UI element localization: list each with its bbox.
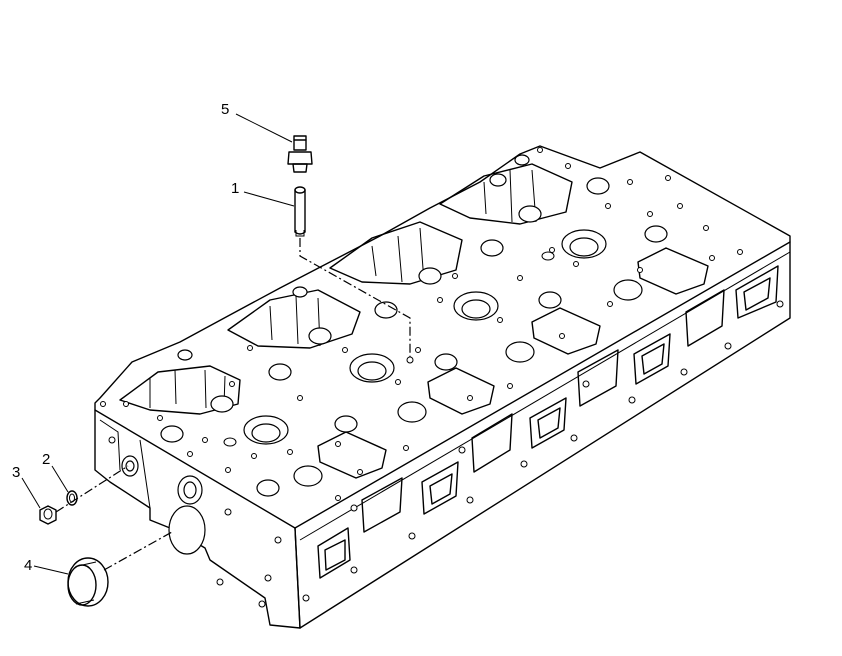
callout-3: 3 <box>12 464 20 481</box>
front-face-bores <box>121 251 555 555</box>
expansion-plug-part <box>67 557 109 607</box>
valve-pockets <box>119 163 573 415</box>
sleeve-part <box>294 186 306 237</box>
callout-labels: 5 1 2 3 4 <box>12 101 239 574</box>
leader-4 <box>33 565 69 575</box>
leader-lines <box>21 113 295 575</box>
callout-2: 2 <box>42 451 50 468</box>
adapter-part <box>287 135 313 173</box>
side-ports <box>317 265 779 579</box>
callout-4: 4 <box>24 557 32 574</box>
leader-3 <box>21 477 41 509</box>
plug-part <box>39 505 57 525</box>
leader-5 <box>235 113 293 143</box>
washer-part <box>66 490 78 506</box>
head-bolt-holes <box>160 154 668 497</box>
callout-5: 5 <box>221 101 229 118</box>
exploded-parts <box>39 135 414 607</box>
cylinder-head <box>94 145 791 629</box>
injector-bores <box>243 229 643 487</box>
leader-1 <box>243 191 295 207</box>
side-face-holes <box>108 300 784 608</box>
small-holes <box>100 147 743 501</box>
head-side-face <box>294 241 791 629</box>
leader-2 <box>51 465 69 493</box>
callout-1: 1 <box>231 180 239 197</box>
rocker-pads <box>317 247 709 479</box>
